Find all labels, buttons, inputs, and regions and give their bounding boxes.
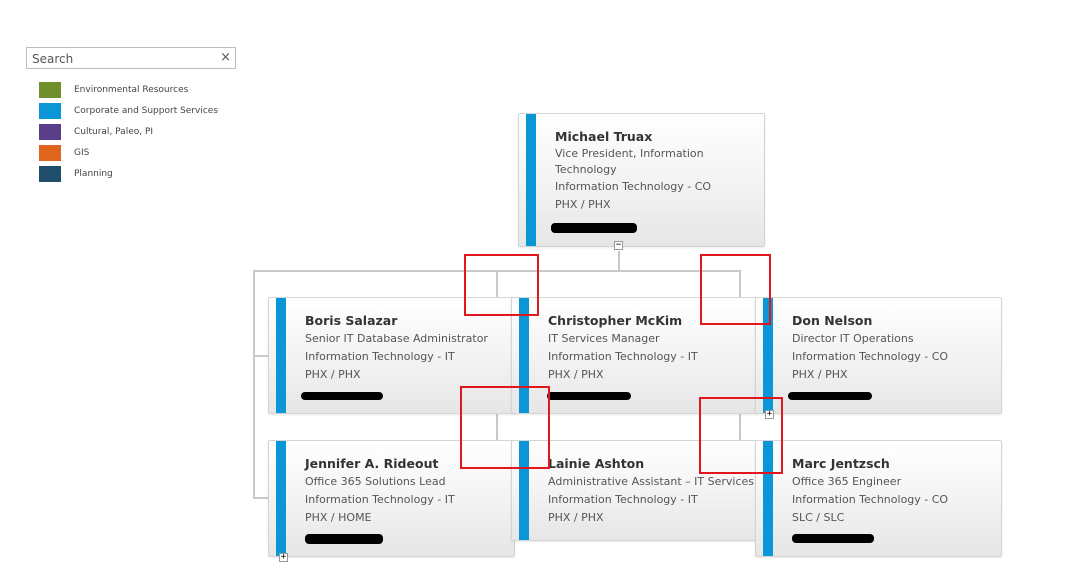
- department-color-bar: [276, 441, 286, 556]
- employee-name: Marc Jentzsch: [792, 456, 890, 471]
- redacted-phone: [792, 534, 874, 543]
- legend-item-environmental-resources: Environmental Resources: [39, 79, 218, 100]
- highlight-box: [460, 386, 550, 469]
- employee-location: PHX / PHX: [305, 368, 361, 381]
- employee-department: Information Technology - IT: [548, 493, 698, 506]
- highlight-box: [464, 254, 539, 316]
- department-color-bar: [519, 441, 529, 540]
- employee-title: Administrative Assistant – IT Services: [548, 475, 755, 488]
- legend-swatch: [39, 144, 61, 161]
- org-card-christopher-mckim[interactable]: Christopher McKim IT Services Manager In…: [511, 297, 758, 414]
- employee-name: Michael Truax: [555, 129, 653, 144]
- org-card-jennifer-rideout[interactable]: Jennifer A. Rideout Office 365 Solutions…: [268, 440, 515, 557]
- employee-title: Director IT Operations: [792, 332, 914, 345]
- connector-line: [739, 413, 741, 441]
- employee-title: Office 365 Solutions Lead: [305, 475, 446, 488]
- employee-location: PHX / PHX: [792, 368, 848, 381]
- redacted-phone: [788, 392, 872, 400]
- employee-name: Christopher McKim: [548, 313, 683, 328]
- legend-swatch: [39, 165, 61, 182]
- legend-label: Corporate and Support Services: [74, 105, 219, 116]
- expand-toggle-icon[interactable]: +: [279, 552, 288, 562]
- org-card-don-nelson[interactable]: Don Nelson Director IT Operations Inform…: [755, 297, 1002, 414]
- employee-location: PHX / PHX: [548, 368, 604, 381]
- employee-name: Boris Salazar: [305, 313, 398, 328]
- employee-name: Lainie Ashton: [548, 456, 645, 471]
- employee-department: Information Technology - IT: [305, 350, 455, 363]
- connector-line: [253, 497, 269, 499]
- employee-location: PHX / PHX: [548, 511, 604, 524]
- legend-item-planning: Planning: [39, 163, 218, 184]
- legend-label: Cultural, Paleo, PI: [74, 126, 154, 137]
- employee-department: Information Technology - CO: [555, 180, 712, 193]
- org-card-lainie-ashton[interactable]: Lainie Ashton Administrative Assistant –…: [511, 440, 758, 541]
- employee-location: PHX / PHX: [555, 198, 611, 211]
- legend-item-corporate-support: Corporate and Support Services: [39, 100, 218, 121]
- legend-label: Environmental Resources: [74, 84, 189, 95]
- employee-title: Office 365 Engineer: [792, 475, 902, 488]
- employee-name: Jennifer A. Rideout: [305, 456, 439, 471]
- connector-line: [496, 270, 498, 298]
- connector-line: [253, 355, 269, 357]
- legend-swatch: [39, 102, 61, 119]
- employee-department: Information Technology - CO: [792, 350, 949, 363]
- legend-swatch: [39, 81, 61, 98]
- connector-line: [253, 270, 255, 498]
- employee-name: Don Nelson: [792, 313, 873, 328]
- legend-item-gis: GIS: [39, 142, 218, 163]
- org-card-marc-jentzsch[interactable]: Marc Jentzsch Office 365 Engineer Inform…: [755, 440, 1002, 557]
- department-color-bar: [763, 298, 773, 413]
- department-color-bar: [276, 298, 286, 413]
- department-color-bar: [763, 441, 773, 556]
- highlight-box: [699, 397, 783, 474]
- highlight-box: [700, 254, 771, 325]
- employee-title: IT Services Manager: [548, 332, 660, 345]
- employee-title: Senior IT Database Administrator: [305, 332, 488, 345]
- search-box: ×: [26, 47, 236, 69]
- department-color-bar: [519, 298, 529, 413]
- search-input[interactable]: [27, 49, 212, 69]
- expand-toggle-icon[interactable]: +: [765, 409, 774, 419]
- employee-department: Information Technology - IT: [548, 350, 698, 363]
- employee-location: SLC / SLC: [792, 511, 845, 524]
- redacted-phone: [547, 392, 631, 400]
- connector-line: [496, 413, 498, 441]
- org-card-michael-truax[interactable]: Michael Truax Vice President, Informatio…: [518, 113, 765, 247]
- employee-department: Information Technology - IT: [305, 493, 455, 506]
- redacted-phone: [301, 392, 383, 400]
- legend-label: Planning: [74, 168, 113, 179]
- employee-department: Information Technology - CO: [792, 493, 949, 506]
- redacted-phone: [305, 534, 383, 544]
- clear-search-icon[interactable]: ×: [220, 50, 231, 65]
- legend-label: GIS: [74, 147, 90, 158]
- legend: Environmental Resources Corporate and Su…: [39, 79, 218, 184]
- connector-line: [739, 270, 741, 298]
- collapse-toggle-icon[interactable]: −: [614, 240, 623, 250]
- department-color-bar: [526, 114, 536, 246]
- legend-item-cultural-paleo: Cultural, Paleo, PI: [39, 121, 218, 142]
- legend-swatch: [39, 123, 61, 140]
- employee-title: Vice President, Information Technology: [555, 147, 704, 176]
- employee-location: PHX / HOME: [305, 511, 372, 524]
- redacted-phone: [551, 223, 637, 233]
- connector-line: [618, 251, 620, 271]
